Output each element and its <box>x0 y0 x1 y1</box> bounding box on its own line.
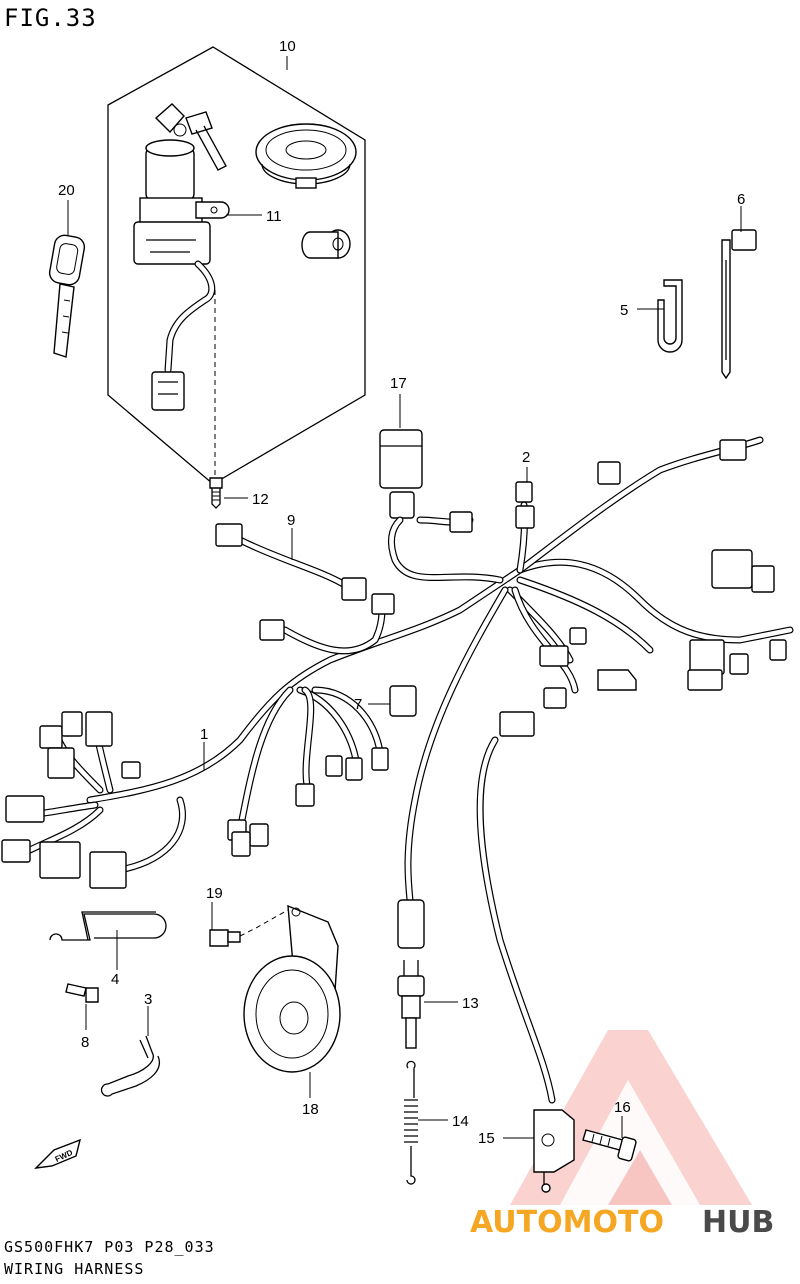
clamp-4-drawing <box>49 911 167 941</box>
watermark-word-a: AUTOMOTO <box>470 1205 664 1240</box>
callout-2: 2 <box>522 449 530 466</box>
stop-switch-drawing <box>397 899 425 1049</box>
ignition-set-box <box>107 46 366 485</box>
callout-numbers: 10 11 20 6 5 17 2 12 9 1 7 4 8 3 19 18 1… <box>58 38 745 1147</box>
callout-12: 12 <box>252 491 269 508</box>
return-spring-drawing <box>404 1060 418 1185</box>
callout-1: 1 <box>200 726 208 743</box>
cable-tie-drawing <box>721 229 757 380</box>
horn-drawing <box>243 904 341 1073</box>
diagram-caption: WIRING HARNESS <box>4 1260 145 1278</box>
callout-17: 17 <box>390 375 407 392</box>
small-connector-drawing <box>515 481 533 503</box>
callout-13: 13 <box>462 995 479 1012</box>
bolt-19-drawing <box>209 909 289 947</box>
clamp-3-drawing <box>100 1035 161 1097</box>
callout-9: 9 <box>287 512 295 529</box>
watermark-text: AUTOMOTO HUB <box>470 1205 774 1240</box>
watermark-word-b: HUB <box>702 1205 774 1240</box>
harness-connectors <box>1 439 787 889</box>
callout-3: 3 <box>144 991 152 1008</box>
harness-clamp-drawing <box>657 279 683 353</box>
callout-8: 8 <box>81 1034 89 1051</box>
callout-11: 11 <box>266 208 282 225</box>
fuel-cap-drawing <box>255 123 357 189</box>
bolt-16-drawing <box>582 1129 637 1162</box>
callout-18: 18 <box>302 1101 319 1118</box>
callout-10: 10 <box>279 38 296 55</box>
diagram-code: GS500FHK7 P03 P28_033 <box>4 1238 215 1256</box>
fwd-arrow-icon: FWD <box>34 1138 82 1169</box>
callout-5: 5 <box>620 302 628 319</box>
ignition-switch-drawing <box>133 103 230 411</box>
callout-15: 15 <box>478 1130 495 1147</box>
relay-drawing <box>379 429 423 519</box>
callout-7: 7 <box>354 696 362 713</box>
side-stand-switch-drawing <box>533 1109 575 1193</box>
callout-20: 20 <box>58 182 75 199</box>
callout-6: 6 <box>737 191 745 208</box>
screw-drawing <box>209 290 223 509</box>
bolt-8-drawing <box>65 983 99 1003</box>
callout-16: 16 <box>614 1099 631 1116</box>
callout-14: 14 <box>452 1113 469 1130</box>
figure-title: FIG.33 <box>4 4 97 32</box>
lock-cylinder-drawing <box>301 229 351 259</box>
blank-key-drawing <box>48 234 86 358</box>
leader-lines <box>67 56 742 1139</box>
callout-4: 4 <box>111 971 119 988</box>
callout-19: 19 <box>206 885 223 902</box>
